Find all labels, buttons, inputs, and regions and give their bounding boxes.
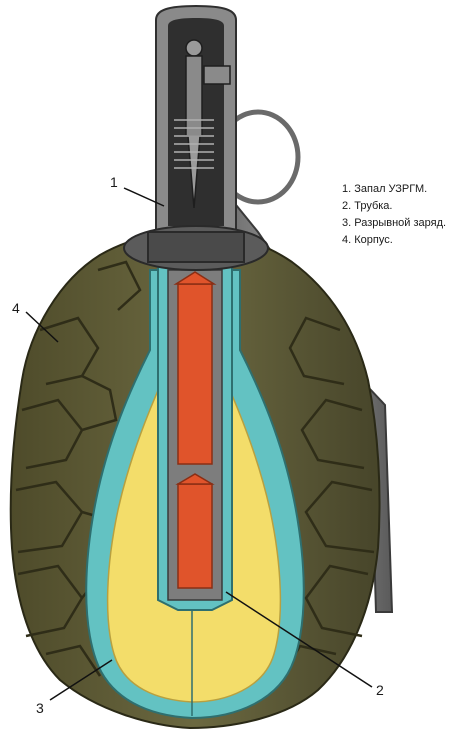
- callout-lines: [25, 187, 373, 701]
- legend-item-tube: 2. Трубка.: [342, 200, 393, 212]
- legend-item-fuse: 1. Запал УЗРГМ.: [342, 183, 428, 195]
- detonator-cap: [175, 473, 215, 485]
- detonator: [177, 483, 213, 589]
- callout-tube: 2: [376, 682, 384, 698]
- fuse-lever-bracket: [203, 65, 231, 85]
- striker-rod: [185, 55, 203, 137]
- legend-item-charge: 3. Разрывной заряд.: [342, 217, 447, 229]
- igniter-cap: [173, 271, 217, 285]
- legend: 1. Запал УЗРГМ. 2. Трубка. 3. Разрывной …: [342, 181, 446, 249]
- igniter-element: [177, 283, 213, 465]
- callout-fuse: 1: [110, 174, 118, 190]
- striker-spring: [174, 119, 214, 169]
- callout-body: 4: [12, 300, 20, 316]
- body-segments-right: [280, 316, 375, 677]
- legend-item-body: 4. Корпус.: [342, 234, 393, 246]
- striker-top: [185, 39, 203, 57]
- fuse-collar-neck: [147, 231, 245, 263]
- callout-charge: 3: [36, 700, 44, 716]
